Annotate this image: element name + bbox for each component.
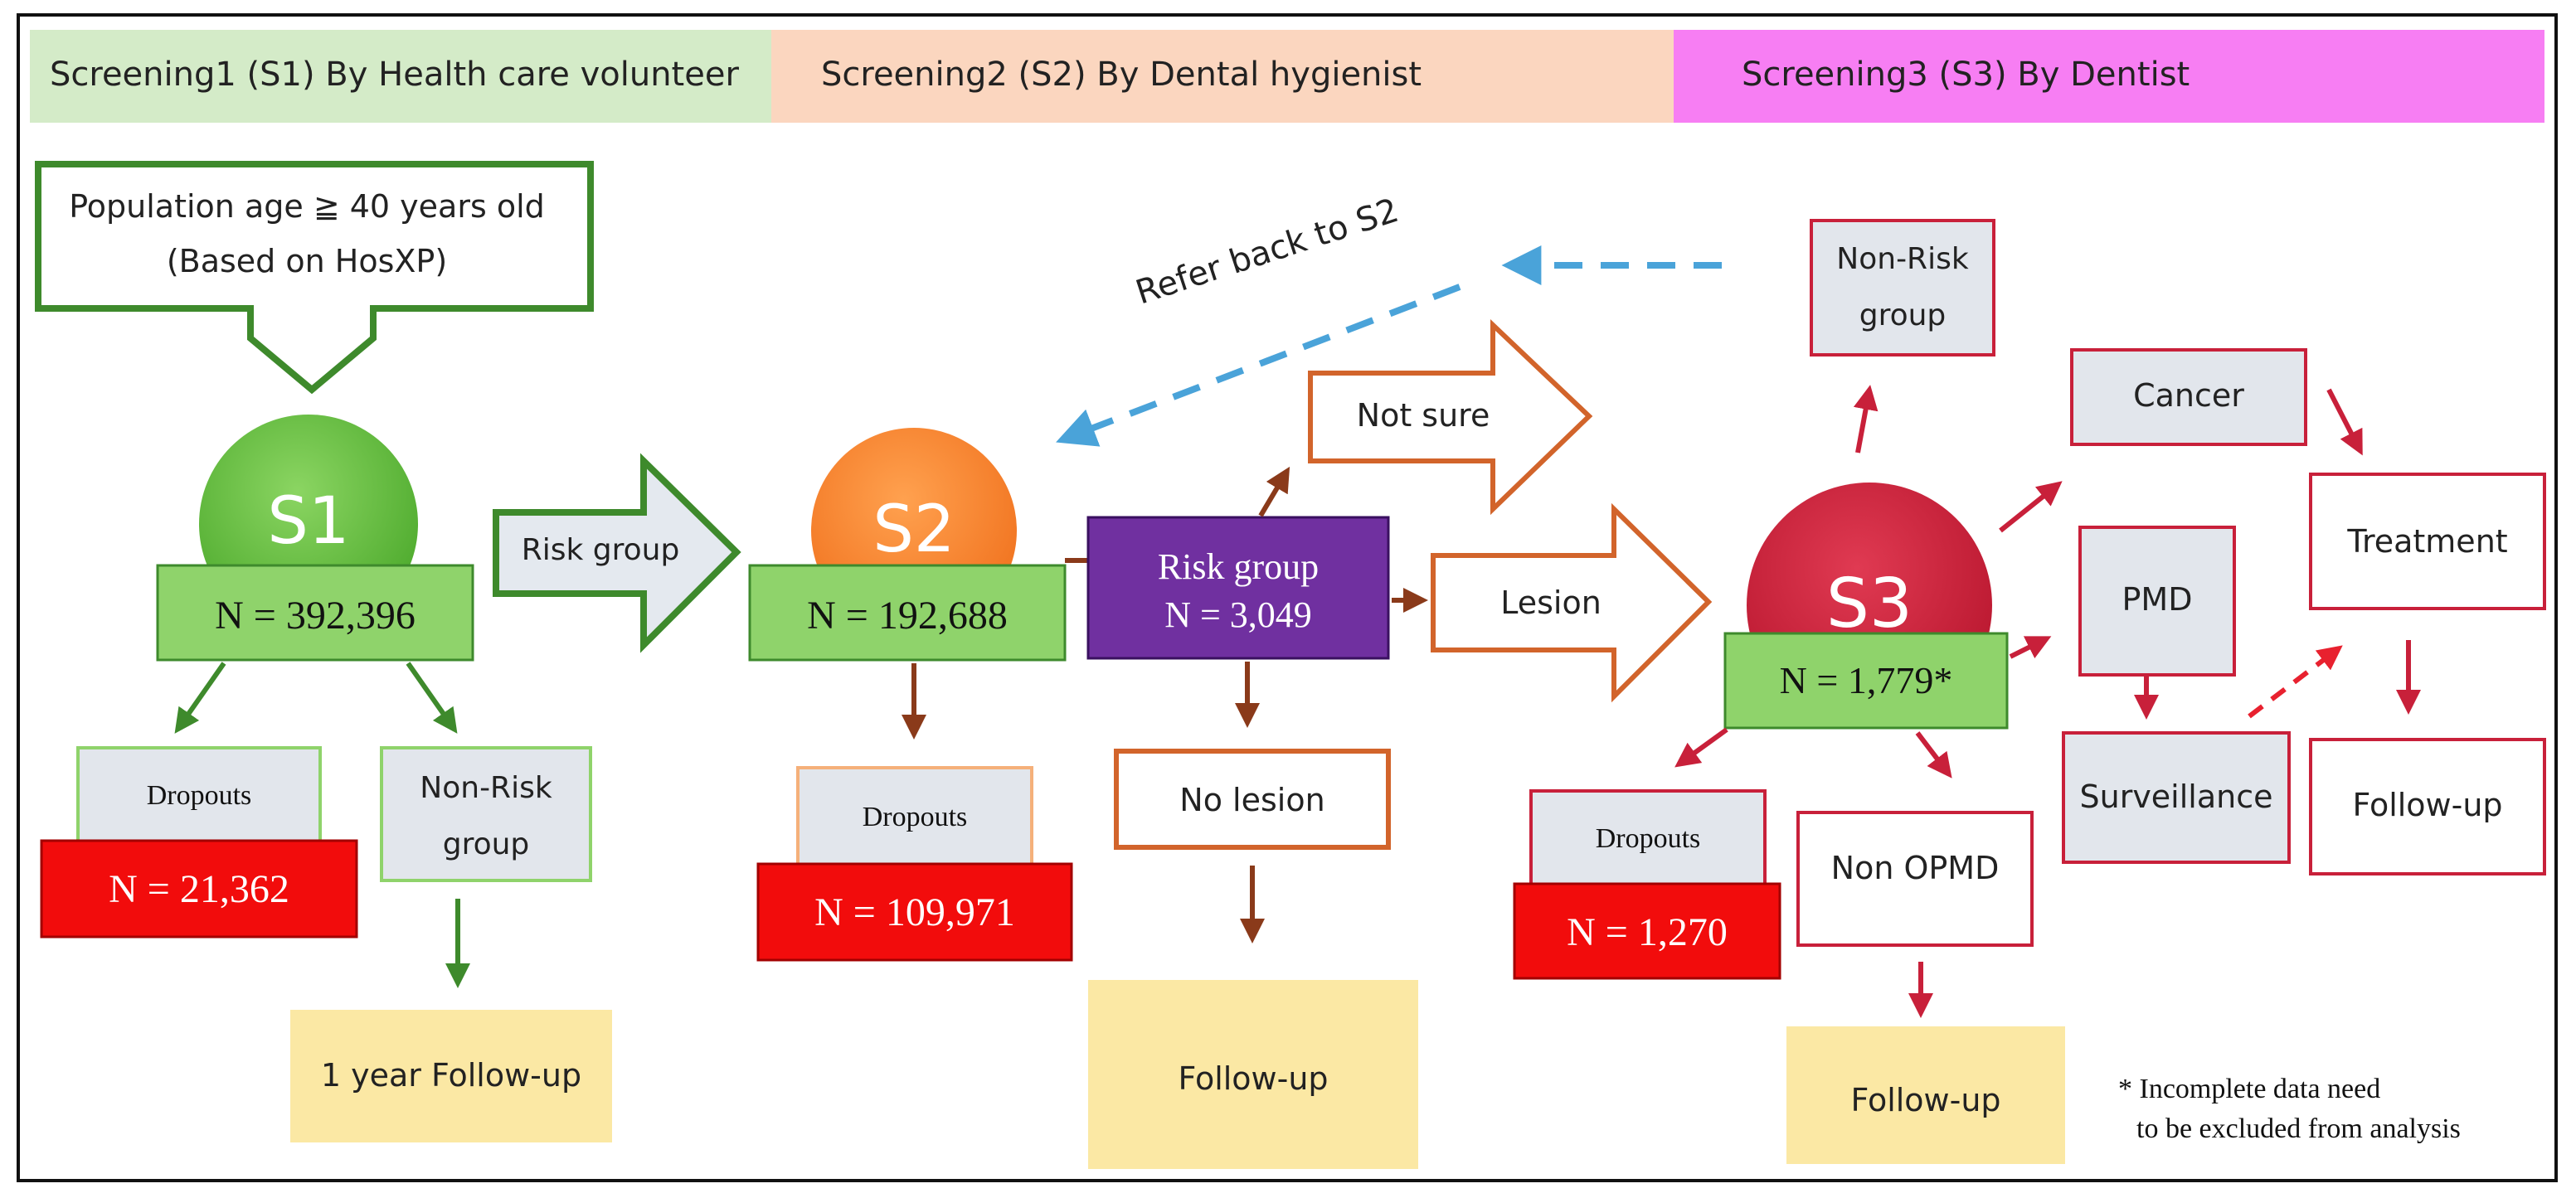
cancer-label: Cancer xyxy=(2133,377,2244,414)
s1-risk-label: Risk group xyxy=(522,533,680,567)
s1-followup-box xyxy=(290,1010,612,1142)
s1-count: N = 392,396 xyxy=(215,594,416,638)
header-s1-band xyxy=(30,30,771,123)
population-line1: Population age ≧ 40 years old xyxy=(69,188,545,225)
population-line2: (Based on HosXP) xyxy=(167,243,447,279)
s1-count-box xyxy=(156,564,474,662)
treatment-label: Treatment xyxy=(2346,523,2507,560)
header-bands: Screening1 (S1) By Health care volunteer… xyxy=(30,30,2544,123)
s1-nonrisk-line1: Non-Risk xyxy=(420,771,552,805)
lesion-label: Lesion xyxy=(1500,584,1601,621)
s3-dropouts-box xyxy=(1529,789,1767,889)
s3-to-cancer-arrow xyxy=(1999,481,2063,533)
s3-followup-box xyxy=(1786,1026,2065,1164)
notsure-label: Not sure xyxy=(1357,397,1490,434)
header-s3-text: Screening3 (S3) By Dentist xyxy=(1742,56,2190,94)
s2-dropouts-label: Dropouts xyxy=(863,802,968,832)
s3-to-nonopmd-arrow xyxy=(1915,731,1952,778)
s3-dropouts-label: Dropouts xyxy=(1596,823,1701,854)
s2-dropouts-count: N = 109,971 xyxy=(814,890,1015,934)
s3-followup-label: Follow-up xyxy=(1850,1082,2000,1118)
followup-right-box xyxy=(2309,738,2546,875)
refer-back-dash-diagonal xyxy=(1056,284,1461,447)
s1-dropouts-count: N = 21,362 xyxy=(109,867,289,911)
s2-risk-line2: N = 3,049 xyxy=(1164,594,1312,635)
nolesion-label: No lesion xyxy=(1179,782,1324,818)
s1-risk-arrow xyxy=(493,453,741,653)
s2-followup-label: Follow-up xyxy=(1178,1060,1328,1097)
s2-followup-box xyxy=(1088,980,1418,1169)
s2-count-box xyxy=(748,564,1067,662)
footnote: * Incomplete data need to be excluded fr… xyxy=(2118,1074,2461,1144)
surveillance-label: Surveillance xyxy=(2079,778,2272,815)
s3-label: S3 xyxy=(1826,565,1913,643)
s1-nonrisk-box xyxy=(380,746,592,882)
s1-dropouts-count-box xyxy=(40,839,358,939)
s2-risk-box xyxy=(1086,516,1390,660)
s1-followup-label: 1 year Follow-up xyxy=(321,1057,581,1094)
s3-count: N = 1,779* xyxy=(1780,659,1953,701)
s2-label: S2 xyxy=(872,492,955,567)
s3-count-box xyxy=(1723,632,2009,730)
s3-dropouts-count: N = 1,270 xyxy=(1567,910,1728,954)
surveillance-to-treatment-dashed-arrow xyxy=(2248,645,2343,719)
risk-to-notsure-arrow xyxy=(1258,466,1290,517)
cancer-to-treatment-arrow xyxy=(2326,388,2363,456)
s1-dropouts-label: Dropouts xyxy=(147,780,252,811)
s3-to-dropouts-arrow xyxy=(1674,727,1728,768)
pmd-box xyxy=(2078,526,2236,677)
s3-to-nonrisk-arrow xyxy=(1853,385,1879,453)
header-s3-band xyxy=(1674,30,2544,123)
s3-nonrisk-box xyxy=(1810,219,1995,356)
lesion-arrow xyxy=(1431,502,1713,703)
s3-section: S3 N = 1,779* Non-Risk group Dropouts N … xyxy=(1513,219,2546,1164)
nonopmd-box xyxy=(1796,811,2034,947)
cancer-box xyxy=(2070,348,2307,446)
population-shape xyxy=(35,161,594,395)
s3-nonrisk-line2: group xyxy=(1859,298,1947,332)
notsure-arrow xyxy=(1308,319,1593,516)
pmd-label: PMD xyxy=(2122,581,2193,618)
s2-section: Refer back to S2 S2 N = 192,688 Risk gro… xyxy=(748,192,1722,1169)
population-callout: Population age ≧ 40 years old (Based on … xyxy=(35,161,594,395)
surveillance-box xyxy=(2062,731,2291,864)
refer-back-label: Refer back to S2 xyxy=(1131,192,1403,313)
nolesion-box xyxy=(1114,749,1391,850)
header-s1-text: Screening1 (S1) By Health care volunteer xyxy=(50,56,739,94)
treatment-box xyxy=(2309,473,2546,610)
s2-risk-line1: Risk group xyxy=(1158,546,1319,587)
s1-to-dropouts-arrow xyxy=(174,662,226,734)
footnote-line2: to be excluded from analysis xyxy=(2136,1113,2461,1144)
followup-right-label: Follow-up xyxy=(2352,787,2502,823)
s3-to-pmd-arrow xyxy=(2009,636,2052,659)
header-s2-text: Screening2 (S2) By Dental hygienist xyxy=(821,56,1422,94)
footnote-line1: * Incomplete data need xyxy=(2118,1074,2380,1104)
header-s2-band xyxy=(771,30,1674,123)
s1-label: S1 xyxy=(267,484,349,559)
outer-frame xyxy=(17,13,2558,1182)
s1-to-nonrisk-arrow xyxy=(406,662,458,734)
s3-nonrisk-line1: Non-Risk xyxy=(1836,242,1969,276)
nonopmd-label: Non OPMD xyxy=(1831,850,2000,886)
s3-dropouts-count-box xyxy=(1513,882,1781,980)
s2-dropouts-count-box xyxy=(756,862,1073,962)
s1-nonrisk-line2: group xyxy=(443,827,530,861)
s1-section: S1 N = 392,396 Risk group Dropouts N = 2… xyxy=(40,415,741,1142)
s2-count: N = 192,688 xyxy=(807,594,1008,638)
